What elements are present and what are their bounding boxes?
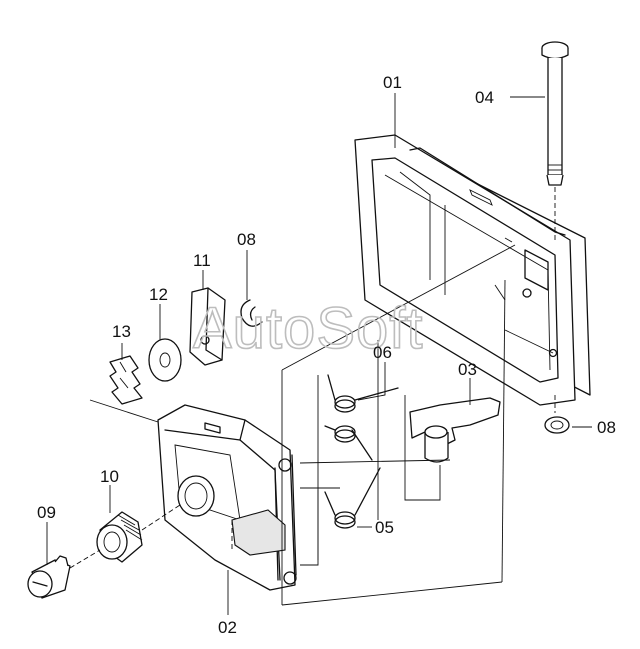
assembly-lines [281, 244, 554, 606]
watermark-text: AutoSoft [193, 296, 423, 361]
part-03-lever [409, 397, 501, 463]
label-04: 04 [475, 88, 494, 107]
part-08-eclip-right [544, 395, 570, 434]
part-11-clip [189, 287, 226, 366]
part-labels: 01 04 08 11 12 13 06 03 08 10 09 05 02 [37, 73, 616, 637]
label-08-right: 08 [597, 418, 616, 437]
label-06: 06 [373, 343, 392, 362]
part-09-key-cylinder [27, 549, 101, 599]
label-01: 01 [383, 73, 402, 92]
label-02: 02 [218, 618, 237, 637]
part-05-spring-bottom [324, 467, 381, 529]
label-13: 13 [112, 322, 131, 341]
part-06-spring-top [327, 374, 399, 413]
part-08-eclip-left [240, 299, 263, 327]
label-11: 11 [193, 251, 211, 270]
part-05-spring-middle [324, 425, 373, 461]
label-03: 03 [458, 360, 477, 379]
label-10: 10 [100, 467, 119, 486]
label-08-left: 08 [237, 230, 256, 249]
label-05: 05 [375, 518, 394, 537]
leader-lines [46, 93, 592, 615]
part-02-body [157, 404, 297, 591]
part-10-sleeve [96, 504, 181, 563]
part-13-plate [89, 355, 159, 423]
label-09: 09 [37, 503, 56, 522]
part-04-pin [541, 41, 569, 240]
part-12-washer [148, 338, 182, 382]
label-12: 12 [149, 285, 168, 304]
